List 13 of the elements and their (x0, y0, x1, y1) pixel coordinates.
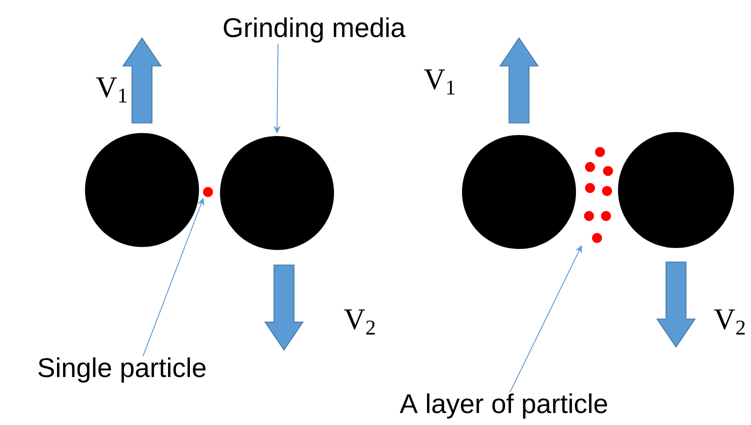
text-label: A layer of particle (400, 393, 608, 419)
text-label: Single particle (38, 357, 206, 383)
velocity-label: V$_{1}$ (96, 78, 127, 102)
ball (220, 136, 334, 250)
text-label: Grinding media (224, 17, 406, 43)
ball (85, 133, 199, 247)
ball (462, 135, 576, 249)
velocity-label: V$_{2}$ (714, 310, 745, 334)
ball (618, 132, 734, 248)
particle-layer-drawing (584, 147, 613, 243)
velocity-label: V$_{2}$ (344, 310, 375, 334)
particle-dot (203, 187, 213, 197)
velocity-label: V$_{1}$ (424, 70, 455, 94)
